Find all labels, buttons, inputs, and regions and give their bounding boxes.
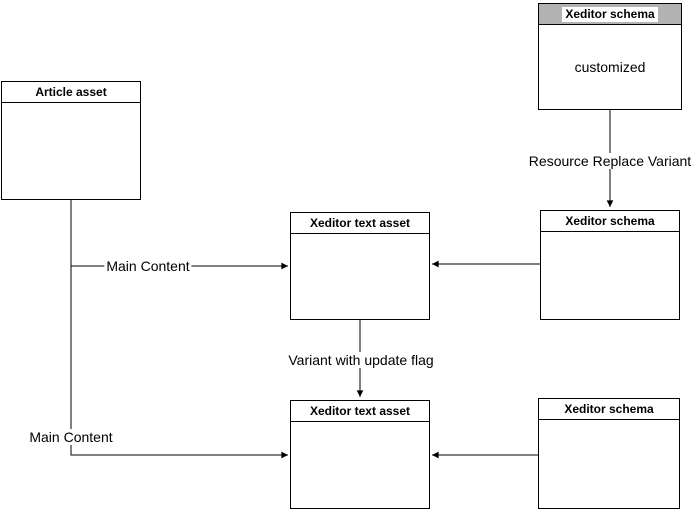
node-xeditor-schema-mid: Xeditor schema (540, 210, 680, 320)
node-body (2, 103, 140, 199)
node-xeditor-schema-customized: Xeditor schema customized (538, 3, 682, 110)
edge-label-main-content-bottom: Main Content (27, 429, 115, 445)
node-title: Xeditor schema (539, 399, 679, 420)
node-title: Xeditor schema (541, 211, 679, 232)
edge-main-content-bottom (70, 200, 288, 459)
node-xeditor-schema-bottom: Xeditor schema (538, 398, 680, 509)
node-xeditor-text-asset-mid: Xeditor text asset (290, 212, 430, 320)
node-body (541, 232, 679, 319)
node-title: Xeditor schema (562, 6, 658, 22)
node-body (291, 234, 429, 319)
node-title: Xeditor text asset (291, 401, 429, 422)
node-body (539, 420, 679, 508)
node-header-selected: Xeditor schema (539, 4, 681, 25)
node-title: Article asset (2, 82, 140, 103)
node-body (291, 422, 429, 508)
edge-label-resource-replace-variant: Resource Replace Variant (526, 153, 691, 169)
node-body: customized (574, 59, 646, 75)
node-xeditor-text-asset-bottom: Xeditor text asset (290, 400, 430, 509)
edge-label-variant-with-update-flag: Variant with update flag (286, 352, 436, 368)
edge-label-main-content-mid: Main Content (104, 258, 192, 274)
node-title: Xeditor text asset (291, 213, 429, 234)
node-article-asset: Article asset (1, 81, 141, 200)
